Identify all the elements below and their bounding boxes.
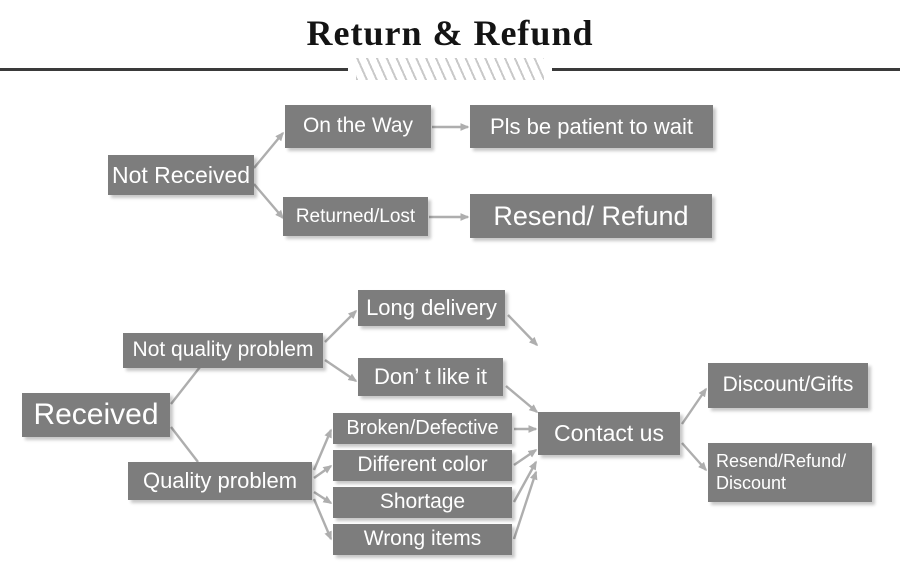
node-resend-refund[interactable]: Resend/ Refund	[470, 194, 712, 238]
node-received[interactable]: Received	[22, 393, 170, 437]
node-discount-gifts[interactable]: Discount/Gifts	[708, 363, 868, 408]
node-long-delivery[interactable]: Long delivery	[358, 290, 505, 326]
node-dont-like-it[interactable]: Don’ t like it	[358, 358, 503, 396]
node-contact-us[interactable]: Contact us	[538, 412, 680, 455]
node-wrong-items[interactable]: Wrong items	[333, 524, 512, 555]
page-title: Return & Refund	[306, 13, 594, 53]
hatched-divider-icon	[356, 58, 544, 80]
node-resend-refund-discount[interactable]: Resend/Refund/ Discount	[708, 443, 872, 502]
node-not-received[interactable]: Not Received	[108, 155, 254, 195]
node-not-quality-problem[interactable]: Not quality problem	[123, 333, 323, 368]
node-broken-defective[interactable]: Broken/Defective	[333, 413, 512, 444]
node-different-color[interactable]: Different color	[333, 450, 512, 481]
node-pls-be-patient[interactable]: Pls be patient to wait	[470, 105, 713, 148]
node-returned-lost[interactable]: Returned/Lost	[283, 197, 428, 236]
divider-rule-right	[552, 68, 900, 71]
node-on-the-way[interactable]: On the Way	[285, 105, 431, 148]
node-quality-problem[interactable]: Quality problem	[128, 462, 312, 500]
divider-rule-left	[0, 68, 348, 71]
node-shortage[interactable]: Shortage	[333, 487, 512, 518]
